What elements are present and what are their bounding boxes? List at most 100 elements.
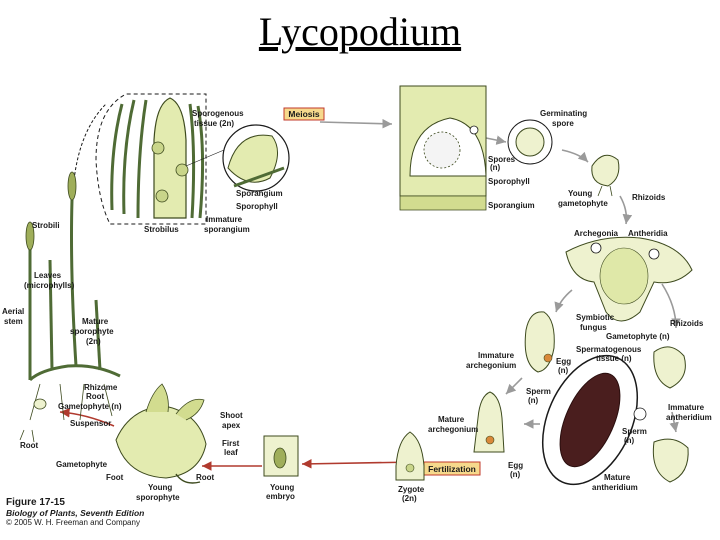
young-sporophyte-icon [115,383,207,484]
spore-icon [507,119,553,165]
label-sperm-right-1: Sperm [622,427,647,436]
arrow-to-mature-sporophyte [59,407,115,427]
label-sporangium-mid: Sporangium [488,201,535,210]
label-archegonia: Archegonia [574,229,619,238]
arrow-meiosis [319,118,393,129]
label-rhizome: Rhizome [84,383,118,392]
label-gametophyte-bottom: Gametophyte [56,460,108,469]
label-strobilus: Strobilus [144,225,179,234]
label-symbiotic-2: fungus [580,323,607,332]
label-young-embryo-2: embryo [266,492,295,501]
fertilization-tag: Fertilization [423,461,481,476]
mature-archegonium-icon [473,391,505,453]
label-root-left: Root [86,392,105,401]
book-title: Biology of Plants, Seventh Edition [6,508,145,518]
label-first-2: leaf [224,448,238,457]
label-sporophyll-mid: Sporophyll [488,177,530,186]
label-rhizoids-top: Rhizoids [632,193,666,202]
figure-caption: Figure 17-15 Biology of Plants, Seventh … [6,497,144,527]
label-mature-anth-1: Mature [604,473,631,482]
label-shoot-1: Shoot [220,411,243,420]
label-sporogenous-2: tissue (2n) [194,119,234,128]
gametophyte-icon [565,236,693,322]
archegonium-icon [524,311,555,373]
label-sporophyll-top: Sporophyll [236,202,278,211]
sporophyll-icon [399,85,487,211]
label-gametophyte-left: Gametophyte (n) [58,402,122,411]
label-spores-1: Spores [488,155,516,164]
label-egg-top-1: Egg [556,357,571,366]
label-suspensor: Suspensor [70,419,111,428]
fertilization-label: Fertilization [428,464,476,474]
label-immature-2: sporangium [204,225,250,234]
label-mature-arch-2: archegonium [428,425,478,434]
label-rhizoids-right: Rhizoids [670,319,704,328]
label-young-gam-1: Young [568,189,592,198]
label-egg-bottom-2: (n) [510,470,521,479]
label-mature-sp-2: sporophyte [70,327,114,336]
label-aerial-2: stem [4,317,23,326]
label-mature-anth-2: antheridium [592,483,638,492]
label-leaves-1: Leaves [34,271,62,280]
label-sporangium-top: Sporangium [236,189,283,198]
label-immature-1: Immature [206,215,243,224]
label-egg-bottom-1: Egg [508,461,523,470]
label-spores-2: (n) [490,163,501,172]
label-zygote-2: (2n) [402,494,417,503]
label-germinating-1: Germinating [540,109,587,118]
arrow-to-mature-archegonium [505,377,523,395]
strobilus-section-icon [95,93,207,225]
antheridium-icon [541,346,689,486]
label-immature-anth-2: antheridium [666,413,712,422]
label-aerial-1: Aerial [2,307,24,316]
label-mature-sp-1: Mature [82,317,109,326]
arrow-to-antheridium [661,283,681,329]
young-gametophyte-icon [591,154,620,197]
embryo-icon [263,435,299,477]
diagram-labels: Sporogenous tissue (2n) Sporangium Sporo… [2,109,712,503]
arrow-to-young-gametophyte [561,149,589,163]
page-title: Lycopodium [258,9,462,54]
arrow-to-strobilus [73,103,107,181]
label-mature-sp-3: (2n) [86,337,101,346]
label-gametophyte-n: Gametophyte (n) [606,332,670,341]
label-immature-anth-1: Immature [668,403,705,412]
zygote-icon [395,431,425,481]
label-zygote-1: Zygote [398,485,425,494]
arrow-to-archegonium [554,289,573,313]
label-immature-arch-1: Immature [478,351,515,360]
label-mature-arch-1: Mature [438,415,465,424]
sporangium-zoom-icon [185,124,290,192]
label-root-bottom: Root [196,473,215,482]
arrow-to-mature-antheridium [669,411,679,433]
label-shoot-2: apex [222,421,241,430]
label-antheridia: Antheridia [628,229,668,238]
label-young-sp-1: Young [148,483,172,492]
label-strobili: Strobili [32,221,60,230]
arrow-to-gametophyte [619,195,633,225]
label-root-far-left: Root [20,441,39,450]
label-sporogenous-1: Sporogenous [192,109,244,118]
meiosis-tag: Meiosis [283,107,325,121]
meiosis-label: Meiosis [288,109,319,119]
label-sperm-right-2: (n) [624,436,635,445]
label-young-gam-2: gametophyte [558,199,608,208]
label-immature-arch-2: archegonium [466,361,516,370]
label-symbiotic-1: Symbiotic [576,313,615,322]
arrow-to-germinating-spore [485,135,507,145]
label-spermatogenous-1: Spermatogenous [576,345,642,354]
label-young-embryo-1: Young [270,483,294,492]
label-foot: Foot [106,473,124,482]
label-first-1: First [222,439,240,448]
label-egg-top-2: (n) [558,366,569,375]
label-spermatogenous-2: tissue (n) [596,354,632,363]
lycopodium-sporophyte-icon [19,171,121,443]
label-leaves-2: (microphylls) [24,281,75,290]
copyright: © 2005 W. H. Freeman and Company [6,518,140,527]
label-sperm-mid-1: Sperm [526,387,551,396]
label-young-sp-2: sporophyte [136,493,180,502]
label-germinating-2: spore [552,119,574,128]
figure-number: Figure 17-15 [6,497,65,508]
cycle-arrows [59,103,681,471]
